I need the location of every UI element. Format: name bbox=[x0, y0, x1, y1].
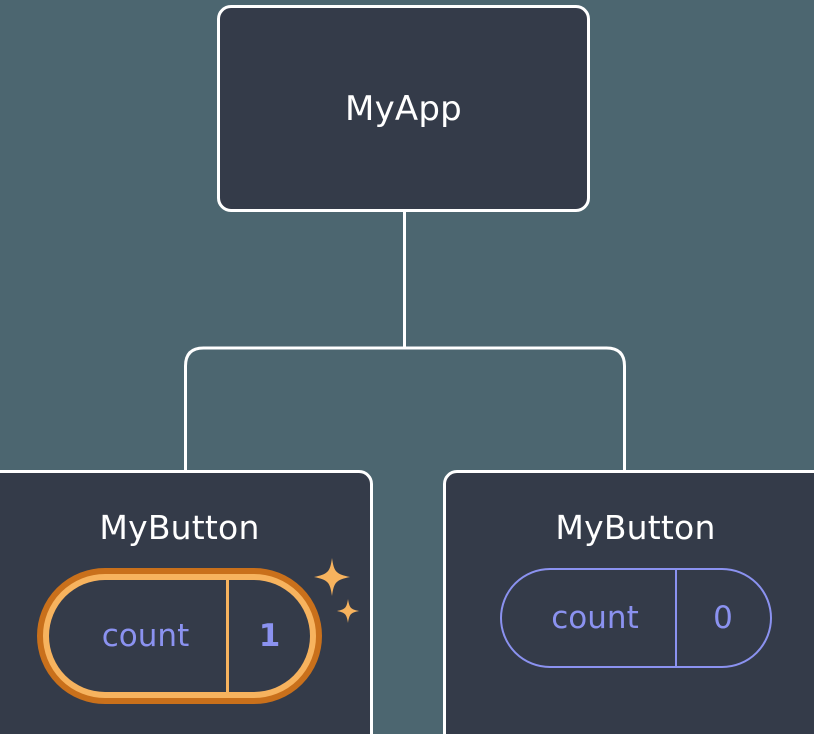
node-myapp[interactable]: MyApp bbox=[217, 5, 590, 212]
sparkle-small-icon bbox=[337, 599, 359, 623]
state-key-right: count bbox=[502, 570, 677, 666]
sparkle-large-icon bbox=[314, 558, 350, 596]
node-mybutton-left-label: MyButton bbox=[99, 508, 260, 547]
edge-branch-bar bbox=[184, 346, 626, 472]
state-pill-wrap-left: count 1 bbox=[37, 558, 359, 704]
state-pill-inner: count 1 bbox=[49, 580, 310, 692]
node-mybutton-right[interactable]: MyButton count 0 bbox=[443, 470, 814, 734]
state-pill-wrap-right: count 0 bbox=[499, 568, 772, 668]
state-key-left: count bbox=[49, 580, 229, 692]
state-value-left: 1 bbox=[258, 618, 281, 654]
node-mybutton-left[interactable]: MyButton count 1 bbox=[0, 470, 373, 734]
node-myapp-label: MyApp bbox=[345, 88, 462, 129]
state-pill-highlighted[interactable]: count 1 bbox=[37, 568, 322, 704]
node-mybutton-right-label: MyButton bbox=[555, 508, 716, 547]
state-value-right: 0 bbox=[713, 600, 733, 636]
state-pill-plain[interactable]: count 0 bbox=[499, 568, 772, 668]
